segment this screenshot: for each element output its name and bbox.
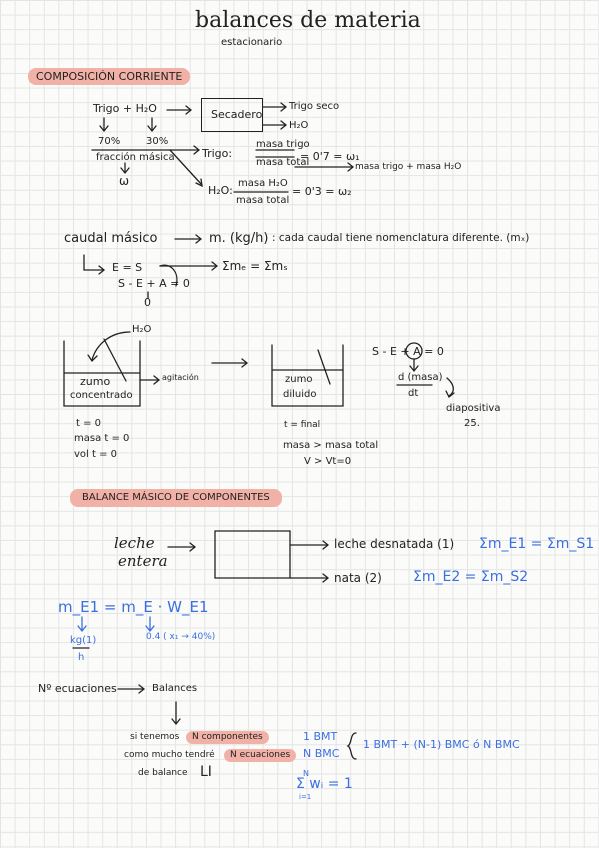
e-equals-s: E = S bbox=[112, 261, 143, 274]
page-title: balances de materia bbox=[195, 8, 421, 33]
tank2-label-line2: diluido bbox=[283, 389, 317, 400]
derivative-numerator: d (masa) bbox=[398, 372, 443, 383]
trigo-value: = 0'7 = ω₁ bbox=[300, 150, 360, 163]
units-denominator: h bbox=[78, 652, 85, 663]
water-input-label: H₂O bbox=[132, 324, 152, 335]
general-balance: S - E + A = 0 bbox=[118, 277, 190, 290]
sum-lower-limit: i=1 bbox=[299, 793, 312, 801]
sum-upper-limit: N bbox=[303, 769, 309, 778]
h2o-numerator: masa H₂O bbox=[238, 178, 288, 189]
section-heading-balance-componentes: BALANCE MÁSICO DE COMPONENTES bbox=[70, 489, 282, 507]
balances-label: Balances bbox=[152, 683, 198, 694]
one-bmt-label: 1 BMT bbox=[303, 730, 338, 743]
input-milk-line2: entera bbox=[118, 552, 168, 570]
pct-wheat: 70% bbox=[98, 136, 121, 147]
section-heading-composicion: COMPOSICIÓN CORRIENTE bbox=[28, 68, 191, 85]
slide-number: 25. bbox=[464, 418, 480, 429]
sum-fractions-equation: Σ wᵢ = 1 bbox=[296, 776, 353, 792]
n-bmc-label: N BMC bbox=[303, 747, 340, 760]
derivative-denominator: dt bbox=[408, 388, 419, 399]
page-subtitle: estacionario bbox=[221, 37, 283, 48]
rule-line3: de balance bbox=[138, 768, 188, 778]
t-final-label: t = final bbox=[284, 420, 321, 430]
zero-label: 0 bbox=[144, 296, 151, 309]
output-dry-wheat: Trigo seco bbox=[289, 101, 340, 112]
caudal-description: : cada caudal tiene nomenclatura diferen… bbox=[272, 232, 530, 244]
feed-label: Trigo + H₂O bbox=[93, 102, 157, 115]
equations-count-label: Nº ecuaciones bbox=[38, 682, 117, 695]
trigo-numerator: masa trigo bbox=[256, 139, 310, 150]
fraction-label: fracción másica bbox=[96, 152, 175, 163]
output-water: H₂O bbox=[289, 120, 309, 131]
output-cream: nata (2) bbox=[334, 571, 382, 585]
h2o-value: = 0'3 = ω₂ bbox=[292, 185, 352, 198]
cream-balance-equation: Σm_E2 = Σm_S2 bbox=[413, 569, 529, 585]
tank1-label-line1: zumo bbox=[80, 375, 111, 388]
rule-line2-highlight: N ecuaciones bbox=[224, 749, 297, 762]
accumulation-balance: S - E + A = 0 bbox=[372, 345, 444, 358]
output-skim-milk: leche desnatada (1) bbox=[334, 537, 455, 551]
h2o-denominator: masa total bbox=[236, 195, 290, 206]
trigo-label: Trigo: bbox=[202, 147, 233, 160]
rule-line1-highlight: N componentes bbox=[186, 731, 269, 744]
dryer-box bbox=[201, 98, 263, 132]
caudal-label: caudal másico bbox=[64, 231, 158, 246]
tank2-label-line1: zumo bbox=[285, 374, 313, 385]
agitation-label: agitación bbox=[162, 373, 199, 382]
units-numerator: kg(1) bbox=[70, 635, 97, 646]
mass-flow-units: m. (kg/h) bbox=[209, 231, 269, 246]
vol-t0-label: vol t = 0 bbox=[74, 449, 118, 460]
flow-sum-equation: Σmₑ = Σmₛ bbox=[222, 259, 288, 273]
mass-fraction-note: 0.4 ( x₁ → 40%) bbox=[146, 632, 216, 642]
h2o-label: H₂O: bbox=[208, 184, 233, 197]
tank1-label-line2: concentrado bbox=[70, 390, 133, 401]
mass-t0-label: masa t = 0 bbox=[74, 433, 130, 444]
trigo-denominator: masa total bbox=[256, 157, 310, 168]
dryer-label: Secadero bbox=[211, 108, 263, 121]
mass-comparison: masa > masa total bbox=[283, 440, 379, 451]
rule-line2-a: como mucho tendré bbox=[124, 750, 215, 760]
balance-combination: 1 BMT + (N-1) BMC ó N BMC bbox=[363, 738, 520, 751]
li-label: LI bbox=[200, 764, 212, 780]
skim-balance-equation: Σm_E1 = Σm_S1 bbox=[479, 536, 595, 552]
slide-reference: diapositiva bbox=[446, 403, 501, 414]
volume-comparison: V > Vt=0 bbox=[304, 456, 352, 467]
input-milk-line1: leche bbox=[114, 534, 155, 552]
rule-line1-a: si tenemos bbox=[130, 732, 180, 742]
omega-symbol: ω bbox=[119, 174, 130, 188]
total-mass-note: masa trigo + masa H₂O bbox=[355, 162, 462, 172]
component-mass-equation: m_E1 = m_E · W_E1 bbox=[58, 598, 209, 616]
t0-label: t = 0 bbox=[76, 418, 102, 429]
pct-water: 30% bbox=[146, 136, 169, 147]
